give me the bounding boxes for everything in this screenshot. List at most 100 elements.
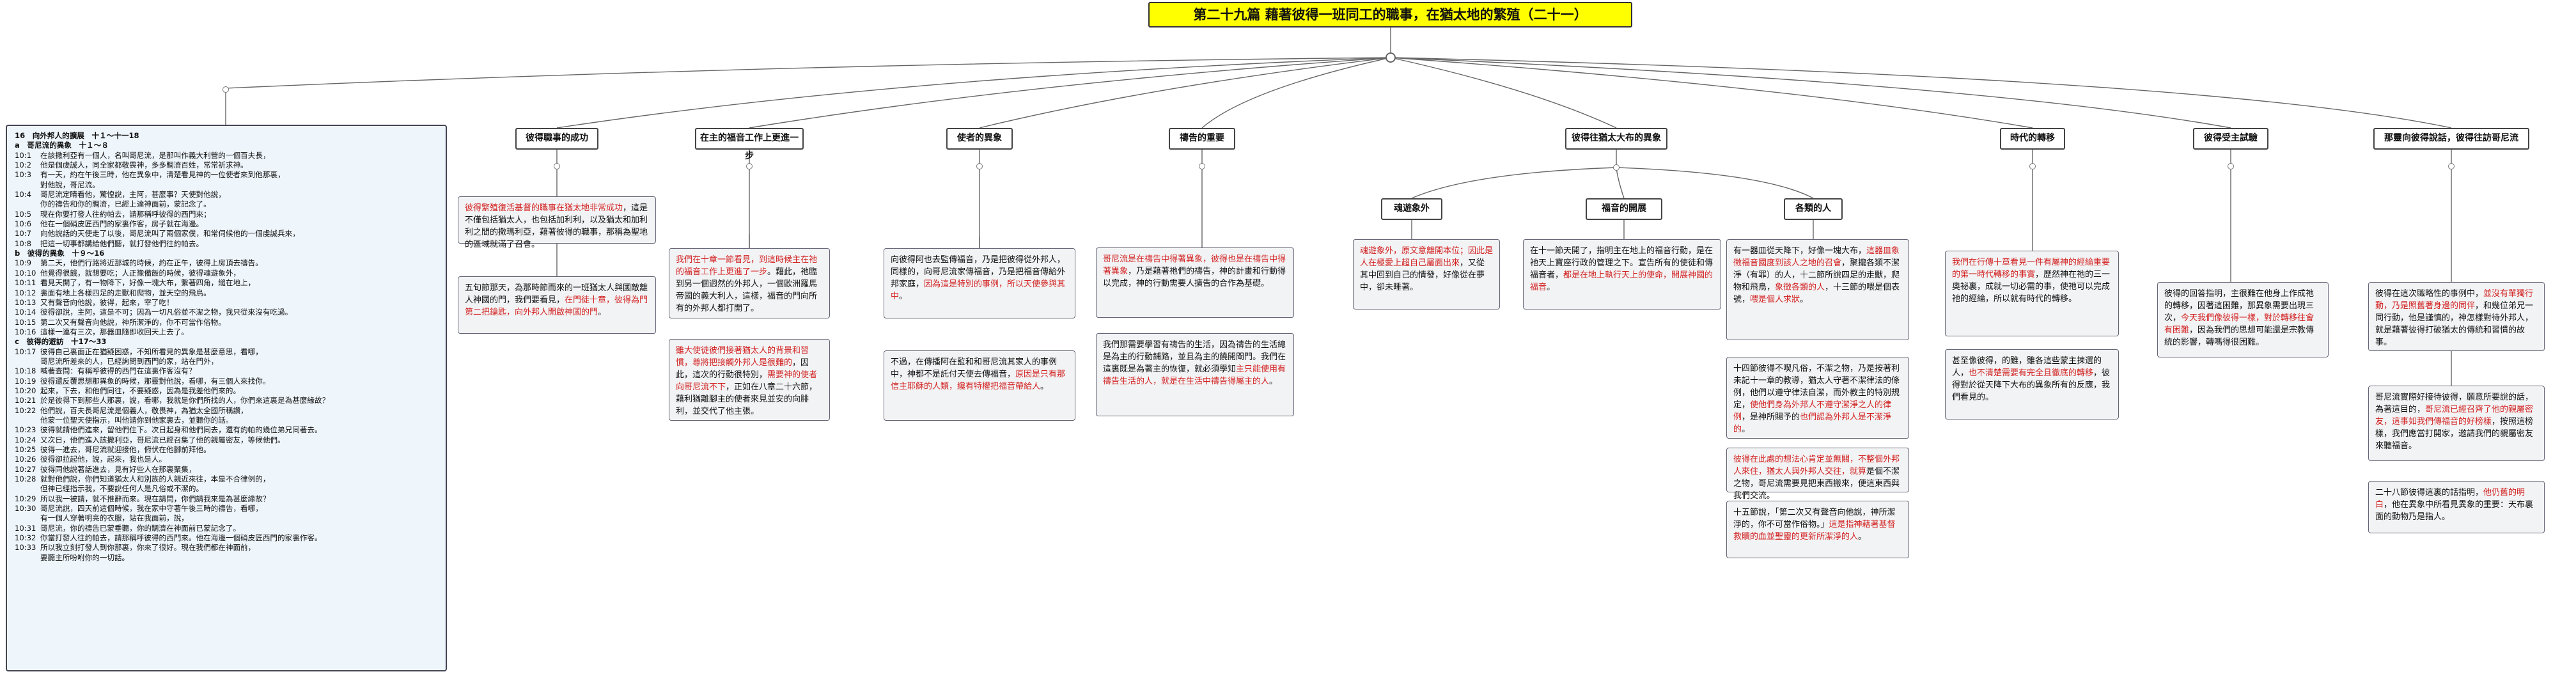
verse-number: 10:11 [15,278,36,288]
verse-text: 他是個虔誠人，同全家都敬畏神，多多賙濟百姓，常常祈求神。 [40,161,248,170]
note-text: 。 [1547,283,1556,292]
sub-branch-heading[interactable]: 福音的開展 [1586,198,1662,220]
note-text: ，聚攏各類不潔淨（有罪）的人，十二節所說四足的走獸，爬物和飛鳥， [1733,258,1900,292]
verse-text: 第二天，他們行路將近那城的時候，約在正午，彼得上房頂去禱告。 [40,258,263,268]
highlight-text: 這是指神藉著基督救贖的血並聖靈的更新所潔淨的人 [1733,520,1896,542]
branch-heading[interactable]: 使者的異象 [946,128,1013,150]
connector-node[interactable] [2029,163,2036,169]
branch-heading[interactable]: 禱告的重要 [1169,128,1235,150]
verse-line: 他蒙一位聖天使指示，叫他請你到他家裏去，並聽你的話。 [15,416,438,425]
branch-heading[interactable]: 彼得往猶太大布的異象 [1565,128,1667,150]
sub-branch-heading[interactable]: 各類的人 [1784,198,1843,220]
verse-text: 他覺得很餓，就想要吃；人正豫備飯的時候，彼得魂遊象外， [40,268,241,278]
verse-number: 10:25 [15,445,36,454]
verse-text: 他蒙一位聖天使指示，叫他請你到他家裏去，並聽你的話。 [40,415,233,425]
verse-number: 10:19 [15,376,36,386]
note-text: ，又從其中回到自己的情發，好像從在夢中，卻未睡著。 [1360,258,1485,292]
note-card: 雖大使徒彼們接著猶太人的背景和習慣，尊將把接觸外邦人是很難的，因此，這次的行動很… [669,339,830,421]
branch-heading[interactable]: 那靈向彼得說話，彼得往訪哥尼流 [2373,128,2529,150]
verse-number: 10:16 [15,327,36,336]
note-text: 在十一節天開了，指明主在地上的福音行動，是在祂天上寶座行政的管理之下。宣告所有的… [1530,246,1713,280]
outline-section-label: b 彼得的異象 十９～16 [15,249,105,258]
verse-number: 10:26 [15,455,36,464]
connector-node[interactable] [1613,164,1620,171]
verse-text: 現在你要打發人往約帕去，請那稱呼彼得的西門來； [40,209,211,219]
connector-node[interactable] [2228,163,2234,169]
verse-line: 10:31 哥尼流，你的禱告已蒙垂聽，你的賙濟在神面前已蒙記念了。 [15,524,438,533]
note-card: 二十八節彼得這裏的話指明，他仍舊的明白，他在異象中所看見異象的重要：天布裏面的動… [2368,481,2545,533]
verse-text: 彼得一進去，哥尼流就迎接他，俯伏在他腳前拜他。 [40,445,211,454]
verse-text: 有一天，約在午後三時，他在異象中，清楚看見神的一位使者來到他那裏， [40,170,285,180]
verse-text: 又次日，他們進入該撒利亞，哥尼流已經召集了他的親屬密友，等候他們。 [40,435,285,444]
highlight-text: 哥尼流已經召齊了他的親屬密友，這事如我們傳福音的好榜樣 [2375,405,2534,427]
verse-number: 10:18 [15,366,36,376]
note-text: 五旬節那天，為那時節而來的一班猶太人與國敵離人神國的門，我們要看見， [465,283,648,305]
verse-text: 哥尼流，你的禱告已蒙垂聽，你的賙濟在神面前已蒙記念了。 [40,523,241,533]
verse-number: 10:23 [15,425,36,435]
verse-text: 要聽主所吩咐你的一切話。 [40,553,130,562]
note-card: 不過，在傳播阿在監和和哥尼流其家人的事例中，神都不是託付天使去傳福音，原因是只有… [884,350,1075,421]
branch-heading[interactable]: 彼得受主試驗 [2193,128,2268,150]
connector-node[interactable] [1199,163,1205,169]
note-text: 。 [1742,425,1751,434]
verse-text: 就對他們說，你們知道猶太人和別族的人親近來往，本是不合律例的， [40,474,270,484]
outline-heading: 16 向外邦人的擴展 十１～十一18 [15,131,139,140]
verse-number: 10:27 [15,464,36,474]
page-title: 第二十九篇 藉著彼得一班同工的職事，在猶太地的繁殖（二十一） [1148,2,1632,27]
note-text: 彼得在這次職略性的事例中， [2375,289,2484,299]
branch-heading[interactable]: 彼得職事的成功 [515,128,598,150]
verse-text: 對他說，哥尼流。 [40,180,100,189]
note-text: ，因為我們的思想可能還是宗教傳統的影響，轉嗎得很困難。 [2164,325,2314,347]
connector-node[interactable] [976,163,983,169]
highlight-text: 彼得在此處的想法心肯定並無關，不整個外邦人來住，猶太人與外邦人交往，就算 [1733,455,1900,476]
highlight-text: 彼得繁殖復活基督的職事在猶太地非常成功 [465,203,623,213]
note-text: 。 [1269,377,1278,386]
verse-text: 彼得自己裏面正在猶疑困惑，不知所看見的異象是甚麼意思，看哪， [40,347,263,356]
branch-heading[interactable]: 時代的轉移 [2000,128,2065,150]
verse-text: 所以我立刻打發人到你那裏，你來了很好。現在我們都在神面前， [40,543,256,553]
verse-text: 於是彼得下到那些人那裏，說，看哪，我就是你們所找的人，你們來這裏是為甚麼緣故？ [40,396,330,405]
note-card: 我們那需要學習有禱告的生活，因為禱告的生活總是為主的行動鋪路，並且為主的饒開閘門… [1096,333,1294,416]
note-card: 魂遊象外，原文意離開本位；因此是人在極愛上超自己屬面出來，又從其中回到自己的情發… [1353,239,1500,310]
verse-number: 10:31 [15,523,36,533]
verse-number: 10:29 [15,494,36,503]
note-text: 向彼得阿也去監傳福音，乃是把彼得從外邦人，同樣的，向哥尼流家傳福音，乃是把福音傳… [891,255,1066,289]
note-text: ，和幾位弟兄一同行動，他是謹慎的，神怎樣對待外邦人，就是藉著彼得打破猶太的傳統和… [2375,301,2534,347]
verse-number: 10:13 [15,297,36,307]
verse-line: 10:3 有一天，約在午後三時，他在異象中，清楚看見神的一位使者來到他那裏， [15,170,438,180]
outline-connector-node[interactable] [222,86,229,93]
verse-text: 彼得同他說著話進去，見有好些人在那裏聚集， [40,464,196,474]
sub-branch-heading[interactable]: 魂遊象外 [1381,198,1442,220]
verse-number: 10:5 [15,209,32,219]
connector-node[interactable] [2448,163,2455,169]
verse-number: 10:3 [15,170,32,180]
highlight-text: 雖大使徒彼們接著猶太人的背景和習慣，尊將把接觸外邦人是很難的 [676,346,809,368]
central-hub-node[interactable] [1386,52,1396,63]
connector-node[interactable] [746,163,753,169]
verse-number: 10:24 [15,435,36,444]
verse-number: 10:8 [15,239,32,248]
highlight-text: 因為這是特別的事例，所以天使參與其中 [891,279,1066,301]
outline-section-label: a 哥尼流的異象 十１～８ [15,141,109,150]
verse-number: 10:9 [15,258,32,268]
connector-node[interactable] [554,163,560,169]
verse-text: 他們說，百夫長哥尼流是個義人，敬畏神，為猶太全國所稱讚， [40,405,248,415]
highlight-text: 都是在地上執行天上的使命，開展神國的福音 [1530,270,1713,292]
verse-number: 10:1 [15,150,32,160]
note-card: 我們在十章一節看見，到這時候主在祂的福音工作上更進了一步。藉此，祂臨到另一個迥然… [669,248,830,318]
verse-line: 10:25 彼得一進去，哥尼流就迎接他，俯伏在他腳前拜他。 [15,445,438,455]
branch-heading[interactable]: 在主的福音工作上更進一步 [695,128,804,161]
verse-text: 有一個人穿著明亮的衣服，站在我面前，說， [40,513,189,523]
